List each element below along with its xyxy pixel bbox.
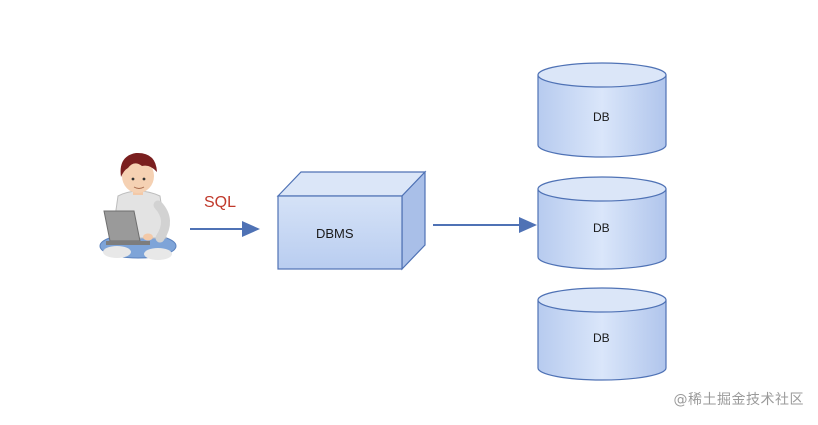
dbms-label: DBMS	[316, 226, 354, 241]
database-label: DB	[593, 221, 610, 235]
user-icon	[99, 152, 177, 260]
database-label: DB	[593, 331, 610, 345]
database-cylinder	[537, 176, 667, 270]
dbms-box	[276, 170, 427, 271]
database-cylinder	[537, 287, 667, 381]
database-cylinder	[537, 62, 667, 158]
watermark: @稀土掘金技术社区	[673, 392, 804, 408]
database-label: DB	[593, 110, 610, 124]
sql-label: SQL	[204, 194, 236, 211]
